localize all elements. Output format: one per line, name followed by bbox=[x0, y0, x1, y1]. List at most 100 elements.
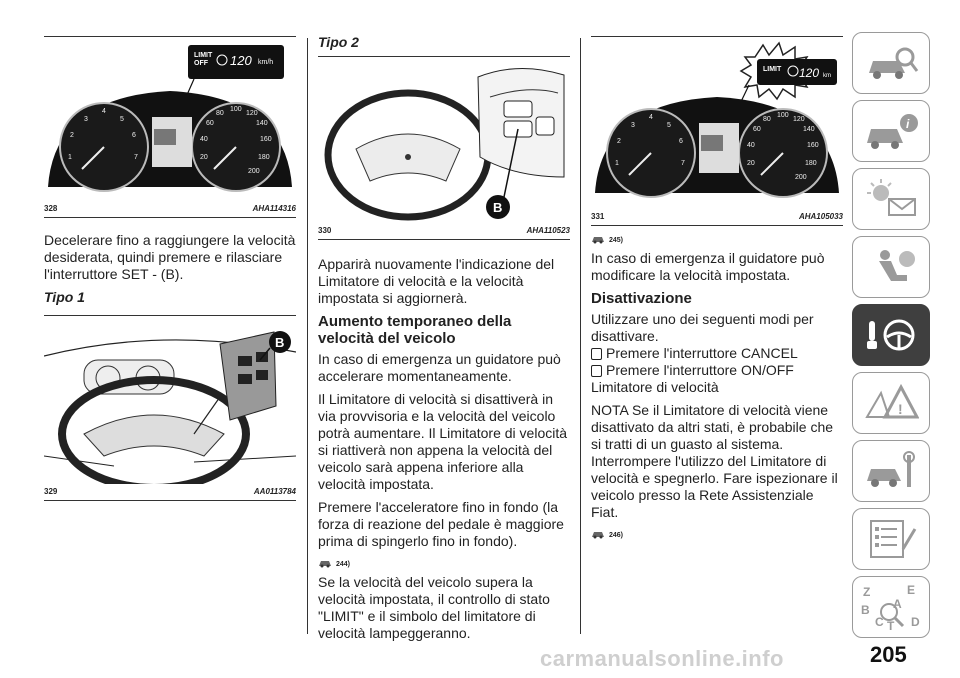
svg-text:40: 40 bbox=[200, 136, 208, 143]
column-divider-1 bbox=[307, 38, 308, 634]
bullet-box-icon bbox=[591, 364, 602, 377]
figure-code: AHA105033 bbox=[798, 212, 843, 221]
warning-ref: 244) bbox=[318, 556, 570, 568]
car-info-icon[interactable]: i bbox=[852, 100, 930, 162]
page-number: 205 bbox=[870, 642, 907, 667]
paragraph: In caso di emergenza il guidatore può mo… bbox=[591, 250, 825, 283]
figure-number: 328 bbox=[44, 204, 58, 213]
limit-label: LIMIT bbox=[194, 52, 213, 59]
paragraph: Limitatore di velocità bbox=[591, 379, 719, 395]
svg-text:A: A bbox=[893, 597, 902, 611]
svg-text:180: 180 bbox=[258, 154, 270, 161]
paragraph: Se la velocità del veicolo supera la vel… bbox=[318, 574, 550, 641]
svg-text:3: 3 bbox=[631, 122, 635, 129]
svg-text:120: 120 bbox=[793, 116, 805, 123]
warning-ref: 245) bbox=[591, 232, 843, 244]
svg-text:B: B bbox=[275, 335, 284, 350]
heading-tipo-2: Tipo 2 bbox=[318, 34, 359, 50]
svg-text:D: D bbox=[911, 615, 920, 629]
car-tools-icon[interactable] bbox=[852, 440, 930, 502]
road-warning-icon[interactable]: ! bbox=[852, 372, 930, 434]
list-item: Premere l'interruttore ON/OFF bbox=[591, 362, 843, 379]
column-2: Tipo 2 B 330 AHA110523 Apparirà nuovamen… bbox=[318, 0, 570, 648]
warning-car-icon bbox=[592, 237, 604, 244]
svg-text:B: B bbox=[493, 200, 502, 215]
limit-label: LIMIT bbox=[763, 66, 782, 73]
svg-text:160: 160 bbox=[260, 136, 272, 143]
svg-text:1: 1 bbox=[615, 160, 619, 167]
steering-wheel-type2-illustration: B bbox=[324, 68, 565, 221]
svg-text:7: 7 bbox=[681, 160, 685, 167]
figure-331: LIMIT 120 km 1 2 3 4 5 6 7 20 40 60 80 1… bbox=[591, 36, 843, 226]
svg-text:80: 80 bbox=[216, 110, 224, 117]
figure-330-caption: 330 AHA110523 bbox=[318, 223, 570, 240]
figure-code: AHA114316 bbox=[252, 204, 296, 213]
paragraph-nota: NOTA Se il Limitatore di velocità viene … bbox=[591, 402, 838, 520]
marker-b bbox=[269, 331, 291, 353]
svg-text:2: 2 bbox=[617, 138, 621, 145]
figure-329-caption: 329 AA0113784 bbox=[44, 484, 296, 501]
limit-display-box bbox=[757, 59, 837, 85]
watermark: carmanualsonline.info bbox=[540, 646, 784, 671]
limit-unit: km/h bbox=[258, 59, 273, 66]
figure-number: 330 bbox=[318, 226, 332, 235]
svg-text:!: ! bbox=[898, 401, 903, 417]
warning-lights-icon[interactable] bbox=[852, 168, 930, 230]
instrument-cluster-flashing-illustration: LIMIT 120 km 1 2 3 4 5 6 7 20 40 60 80 1… bbox=[595, 41, 839, 198]
svg-text:200: 200 bbox=[248, 168, 260, 175]
svg-text:60: 60 bbox=[206, 120, 214, 127]
svg-text:80: 80 bbox=[763, 116, 771, 123]
car-search-icon[interactable] bbox=[852, 32, 930, 94]
checklist-icon[interactable] bbox=[852, 508, 930, 570]
svg-text:20: 20 bbox=[747, 160, 755, 167]
figure-331-caption: 331 AHA105033 bbox=[591, 209, 843, 226]
heading-aumento: Aumento temporaneo della velocità del ve… bbox=[318, 313, 512, 347]
limit-unit: km bbox=[823, 73, 831, 79]
limiter-gauge-icon bbox=[216, 54, 228, 66]
figure-330: B 330 AHA110523 bbox=[318, 56, 570, 240]
svg-text:140: 140 bbox=[256, 120, 268, 127]
svg-text:200: 200 bbox=[795, 174, 807, 181]
figure-code: AHA110523 bbox=[526, 226, 570, 235]
instrument-cluster-illustration: LIMIT OFF 120 km/h 1 2 3 4 5 6 7 20 40 6… bbox=[48, 45, 292, 192]
svg-text:Z: Z bbox=[863, 585, 870, 599]
svg-text:20: 20 bbox=[200, 154, 208, 161]
key-steering-wheel-icon[interactable] bbox=[852, 304, 930, 366]
warning-car-icon bbox=[592, 532, 604, 539]
svg-text:5: 5 bbox=[120, 116, 124, 123]
svg-text:60: 60 bbox=[753, 126, 761, 133]
figure-number: 329 bbox=[44, 487, 58, 496]
svg-text:5: 5 bbox=[667, 122, 671, 129]
airbag-seat-icon[interactable] bbox=[852, 236, 930, 298]
svg-text:100: 100 bbox=[777, 112, 789, 119]
paragraph: Premere l'acceleratore fino in fondo (la… bbox=[318, 499, 564, 549]
paragraph: In caso di emergenza un guidatore può ac… bbox=[318, 351, 561, 384]
limit-speed: 120 bbox=[799, 66, 819, 80]
steering-wheel-illustration: B bbox=[44, 331, 296, 484]
chapter-sidebar: i ! Z E B A C T D bbox=[852, 32, 930, 644]
column-3: LIMIT 120 km 1 2 3 4 5 6 7 20 40 60 80 1… bbox=[591, 0, 843, 545]
paragraph: Apparirà nuovamente l'indicazione del Li… bbox=[318, 256, 555, 306]
heading-disattivazione: Disattivazione bbox=[591, 290, 692, 307]
svg-text:160: 160 bbox=[807, 142, 819, 149]
svg-text:i: i bbox=[906, 117, 910, 131]
column-1: LIMIT OFF 120 km/h 1 2 3 4 5 6 7 20 40 6… bbox=[44, 0, 296, 501]
index-letters-icon[interactable]: Z E B A C T D bbox=[852, 576, 930, 638]
svg-text:1: 1 bbox=[68, 154, 72, 161]
column-divider-2 bbox=[580, 38, 581, 634]
limit-speed: 120 bbox=[230, 53, 252, 68]
svg-text:T: T bbox=[887, 619, 895, 632]
svg-text:7: 7 bbox=[134, 154, 138, 161]
paragraph: Utilizzare uno dei seguenti modi per dis… bbox=[591, 311, 814, 344]
bullet-box-icon bbox=[591, 347, 602, 360]
warning-number: 244) bbox=[336, 561, 351, 568]
svg-text:4: 4 bbox=[102, 108, 106, 115]
svg-text:100: 100 bbox=[230, 106, 242, 113]
figure-code: AA0113784 bbox=[253, 487, 296, 496]
svg-text:C: C bbox=[875, 615, 884, 629]
warning-number: 245) bbox=[609, 237, 624, 244]
off-label: OFF bbox=[194, 60, 209, 67]
svg-text:120: 120 bbox=[246, 110, 258, 117]
figure-number: 331 bbox=[591, 212, 605, 221]
svg-text:140: 140 bbox=[803, 126, 815, 133]
